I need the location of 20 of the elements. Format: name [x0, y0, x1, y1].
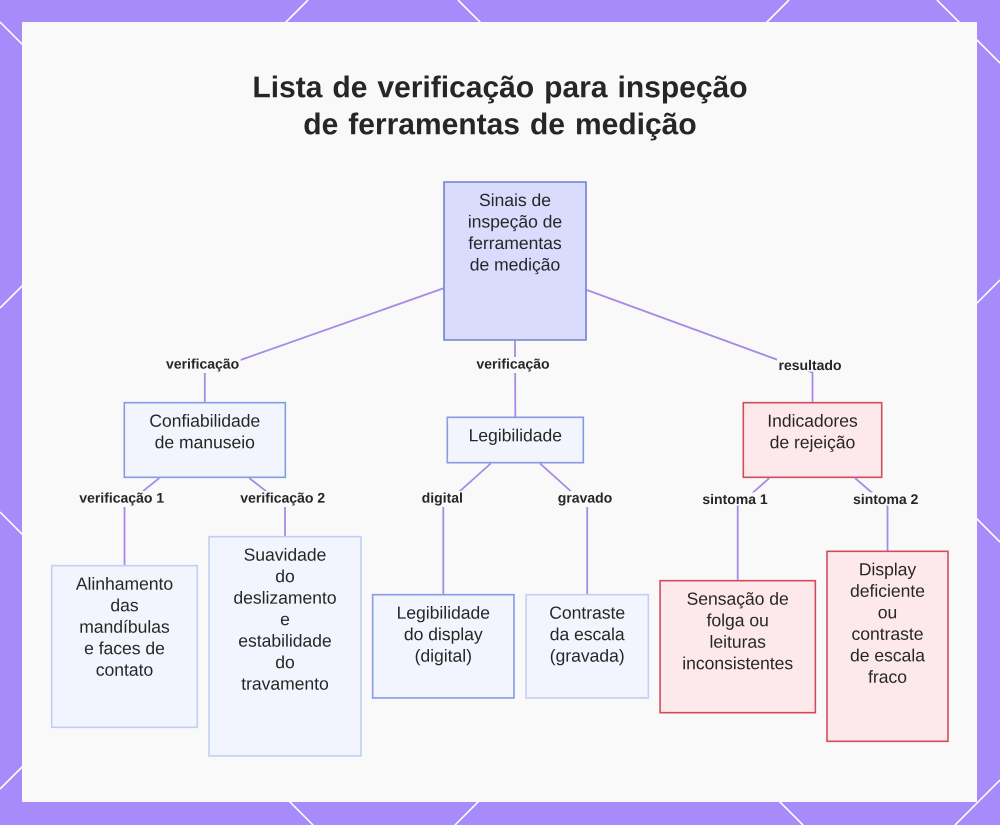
edge-label: sintoma 1: [700, 492, 770, 506]
edge-label: resultado: [777, 358, 844, 372]
topic-box: Sinais de inspeção de ferramentas de medição: [443, 181, 587, 341]
title: Lista de verificação para inspeção de ferramentas de medição: [254, 76, 746, 140]
item-box: Suavidade do deslizamento e estabilidade do travamento: [208, 536, 362, 757]
item-box: Sensação de folga ou leituras inconsistentes: [659, 580, 816, 714]
category-box: Confiabilidade de manuseio: [124, 402, 286, 478]
item-box: Legibilidade do display (digital): [372, 594, 515, 699]
edge-label: verificação: [474, 356, 552, 374]
edge-label: verificação 2: [238, 490, 327, 508]
edge-label: verificação: [164, 356, 241, 374]
item-box: Display deficiente ou contraste de escala fraco: [826, 550, 949, 742]
edge-label: gravado: [556, 490, 614, 508]
edge-label: sintoma 2: [852, 492, 920, 506]
category-box: Legibilidade: [446, 416, 584, 464]
edge-label: verificação 1: [78, 490, 166, 508]
item-box: Alinhamento das mandíbulas e faces de contato: [50, 564, 198, 728]
edge-label: digital: [420, 490, 464, 508]
category-box: Indicadores de rejeição: [742, 402, 883, 478]
item-box: Contraste da escala (gravada): [525, 594, 650, 699]
